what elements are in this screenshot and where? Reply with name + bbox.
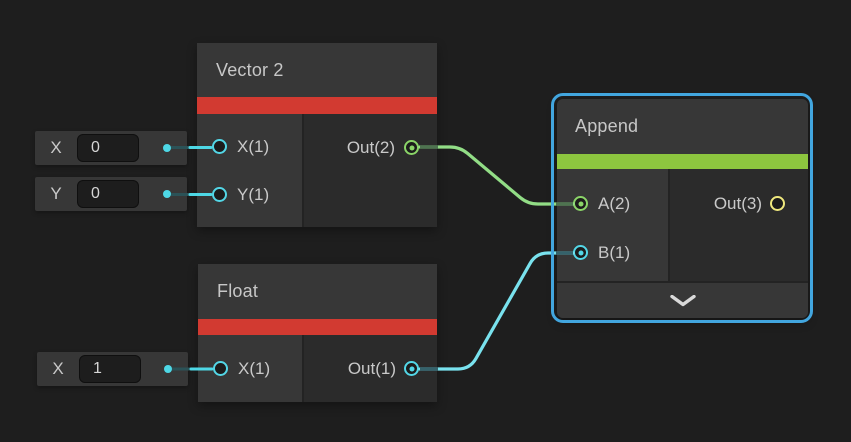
node-append-body	[557, 169, 808, 281]
output-column	[304, 114, 437, 227]
node-collapse-footer[interactable]	[557, 281, 808, 318]
vector2-y-value: 0	[91, 185, 100, 202]
edge-float-out1-to-append-b1[interactable]	[418, 251, 575, 371]
port-label-x1: X(1)	[238, 359, 271, 378]
node-accent-bar	[557, 154, 808, 169]
port-vector2-y1[interactable]	[212, 187, 227, 202]
edge-vector2-out2-to-append-a2[interactable]	[418, 145, 575, 206]
vector2-x-value-field[interactable]: 0	[77, 134, 139, 162]
float-x-value: 1	[93, 360, 102, 377]
node-float-title: Float	[198, 264, 437, 319]
vector2-y-value-field[interactable]: 0	[77, 180, 139, 208]
port-append-b1[interactable]	[573, 245, 588, 260]
node-vector2-title: Vector 2	[197, 43, 437, 97]
port-label-y1: Y(1)	[237, 185, 270, 204]
port-label-out3: Out(3)	[713, 194, 762, 213]
widget-label-x: X	[50, 138, 62, 157]
node-float-body	[198, 335, 437, 402]
widget-label-y: Y	[50, 184, 62, 203]
node-accent-bar	[197, 97, 437, 114]
output-column	[670, 169, 808, 281]
vector2-x-value-widget: X 0	[35, 131, 187, 165]
node-append-title: Append	[557, 99, 808, 154]
node-append[interactable]: Append A(2) B(1) Out(3)	[557, 99, 808, 318]
connector-dot-icon	[163, 144, 171, 152]
node-float[interactable]: Float X(1) Out(1)	[198, 264, 437, 402]
float-x-value-field[interactable]: 1	[79, 355, 141, 383]
float-x-value-widget: X 1	[37, 352, 188, 386]
port-float-out1[interactable]	[404, 361, 419, 376]
node-accent-bar	[198, 319, 437, 335]
port-vector2-x1[interactable]	[212, 139, 227, 154]
input-column	[557, 169, 670, 281]
connector-dot-icon	[163, 190, 171, 198]
node-vector2[interactable]: Vector 2 X(1) Y(1) Out(2)	[197, 43, 437, 227]
port-vector2-out2[interactable]	[404, 140, 419, 155]
port-label-out1: Out(1)	[347, 359, 396, 378]
node-vector2-body	[197, 114, 437, 227]
chevron-down-icon[interactable]	[669, 294, 696, 307]
port-label-x1: X(1)	[237, 137, 270, 156]
port-label-out2: Out(2)	[346, 138, 395, 157]
port-label-b1: B(1)	[598, 243, 631, 262]
port-append-out3[interactable]	[770, 196, 785, 211]
vector2-x-value: 0	[91, 139, 100, 156]
widget-label-x: X	[52, 359, 64, 378]
port-float-x1[interactable]	[213, 361, 228, 376]
connector-dot-icon	[164, 365, 172, 373]
input-column	[197, 114, 304, 227]
port-label-a2: A(2)	[598, 194, 631, 213]
port-append-a2[interactable]	[573, 196, 588, 211]
vector2-y-value-widget: Y 0	[35, 177, 187, 211]
